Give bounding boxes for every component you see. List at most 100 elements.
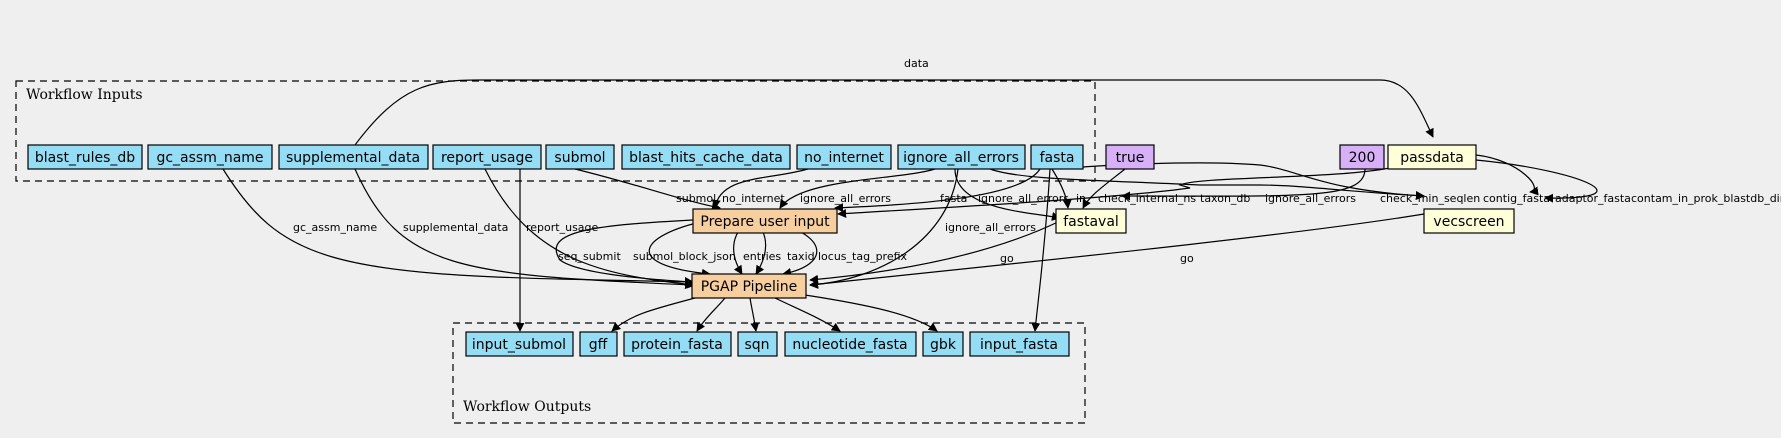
edge-label-go-vecscreen: go (1180, 252, 1194, 265)
edge-label-taxon-db: taxon_db (1200, 192, 1250, 205)
output-node-nucleotide-fasta[interactable]: nucleotide_fasta (784, 331, 917, 357)
svg-text:blast_rules_db: blast_rules_db (35, 150, 135, 166)
edge-submol-to-prepare (574, 168, 721, 211)
output-node-gff[interactable]: gff (579, 331, 618, 357)
edge-ignore-to-vecscreen (989, 168, 1425, 201)
svg-text:protein_fasta: protein_fasta (631, 337, 723, 353)
svg-text:gc_assm_name: gc_assm_name (156, 150, 263, 166)
output-node-gbk[interactable]: gbk (922, 331, 964, 357)
input-node-blast-rules-db[interactable]: blast_rules_db (27, 144, 143, 170)
edge-label-ignore-vec: ignore_all_errors (1265, 192, 1356, 205)
input-node-fasta[interactable]: fasta (1030, 144, 1084, 170)
edge-prepare-to-pgap-submol (648, 220, 711, 278)
svg-text:gbk: gbk (930, 337, 957, 353)
svg-text:submol: submol (554, 150, 605, 166)
output-node-protein-fasta[interactable]: protein_fasta (623, 331, 732, 357)
input-node-supplemental-data[interactable]: supplemental_data (278, 144, 429, 170)
output-node-input-fasta[interactable]: input_fasta (969, 331, 1070, 357)
constant-node-true[interactable]: true (1105, 144, 1155, 170)
workflow-outputs-cluster (452, 322, 1086, 424)
edge-label-submol-block-json: submol_block_json (633, 250, 736, 263)
svg-text:no_internet: no_internet (804, 150, 884, 166)
edge-label-fasta: fasta (940, 192, 967, 205)
edge-label-contig-fasta: contig_fasta (1483, 192, 1550, 205)
svg-text:true: true (1116, 150, 1145, 166)
step-node-pgap-pipeline[interactable]: PGAP Pipeline (691, 273, 807, 299)
edge-ignore-to-pgap (809, 168, 959, 289)
edge-label-ignore-fastaval: ignore_all_errors (978, 192, 1069, 205)
edge-200-to-fastaval (1121, 168, 1366, 201)
edge-pgap-to-gbk (804, 294, 938, 332)
edge-label-submol: submol (676, 192, 716, 205)
edge-label-in: in (1076, 192, 1086, 205)
edge-passdata-to-prepare (837, 161, 1409, 218)
edge-supplemental-to-passdata (354, 79, 1434, 146)
edge-pgap-to-nucleotidefasta (774, 297, 841, 332)
expression-node-vecscreen[interactable]: vecscreen (1423, 208, 1515, 234)
svg-text:gff: gff (589, 337, 608, 353)
svg-text:passdata: passdata (1400, 150, 1464, 166)
expression-node-passdata[interactable]: passdata (1387, 144, 1477, 170)
edge-label-entries: entries (743, 250, 781, 263)
edge-label-ignore-pgap: ignore_all_errors (945, 221, 1036, 234)
edge-label-supplemental-data: supplemental_data (403, 221, 508, 234)
edge-supplemental-to-pgap (354, 168, 694, 290)
edge-ignore-to-fastaval (954, 168, 1061, 221)
input-node-ignore-all-errors[interactable]: ignore_all_errors (897, 144, 1026, 170)
expression-node-fastaval[interactable]: fastaval (1055, 208, 1127, 234)
input-node-gc-assm-name[interactable]: gc_assm_name (147, 144, 273, 170)
edge-nointernet-to-prepare (711, 168, 809, 209)
input-node-no-internet[interactable]: no_internet (796, 144, 892, 170)
svg-text:input_submol: input_submol (472, 337, 566, 353)
workflow-outputs-label: Workflow Outputs (463, 399, 591, 415)
edge-label-contam: contam_in_prok_blastdb_dir (1631, 192, 1781, 205)
edge-label-go-fastaval: go (1000, 252, 1014, 265)
edge-pgap-to-gff (611, 297, 696, 332)
edge-ignore-to-prepare (779, 168, 936, 209)
edges (222, 79, 1598, 332)
svg-text:Prepare user input: Prepare user input (700, 214, 830, 230)
edge-true-to-fastaval (1082, 168, 1126, 209)
edge-label-report-usage: report_usage (526, 221, 599, 234)
output-node-input-submol[interactable]: input_submol (465, 331, 574, 357)
edge-passdata-to-vecscreen-2 (1475, 159, 1598, 203)
edge-fasta-to-inputfasta (1031, 168, 1051, 332)
edge-label-locus-tag-prefix: locus_tag_prefix (818, 250, 908, 263)
edge-passdata-to-vecscreen-1 (1475, 154, 1539, 196)
edge-prepare-to-pgap-seqsubmit (555, 219, 694, 287)
svg-text:200: 200 (1349, 150, 1376, 166)
svg-text:fastaval: fastaval (1063, 214, 1119, 230)
edge-label-seq-submit: seq_submit (558, 250, 621, 263)
edge-vecscreen-to-pgap (809, 212, 1431, 289)
output-node-sqn[interactable]: sqn (737, 331, 778, 357)
edge-label-check-min-seqlen: check_min_seqlen (1380, 192, 1480, 205)
edge-fastaval-to-pgap (809, 220, 1061, 284)
input-node-submol[interactable]: submol (545, 144, 615, 170)
svg-text:supplemental_data: supplemental_data (286, 150, 420, 166)
input-node-report-usage[interactable]: report_usage (432, 144, 542, 170)
svg-text:sqn: sqn (744, 337, 769, 353)
edge-reportusage-to-pgap (484, 168, 696, 289)
svg-text:vecscreen: vecscreen (1433, 214, 1504, 230)
edge-fasta-to-prepare (834, 168, 1041, 213)
svg-text:nucleotide_fasta: nucleotide_fasta (792, 337, 907, 353)
input-node-blast-hits-cache-data[interactable]: blast_hits_cache_data (621, 144, 791, 170)
edge-labels: data submol no_internet ignore_all_error… (293, 57, 1781, 265)
svg-text:PGAP Pipeline: PGAP Pipeline (701, 279, 798, 295)
svg-text:report_usage: report_usage (441, 150, 533, 166)
constant-node-200[interactable]: 200 (1339, 144, 1385, 170)
edge-gcassm-to-pgap (222, 168, 694, 287)
edge-label-check-internal-ns: check_internal_ns (1098, 192, 1196, 205)
edge-pgap-to-sqn (749, 297, 760, 332)
edge-label-ignore-prep: ignore_all_errors (800, 192, 891, 205)
edge-label-no-internet: no_internet (722, 192, 785, 205)
edge-label-taxid: taxid (787, 250, 815, 263)
workflow-inputs-label: Workflow Inputs (26, 87, 143, 103)
edge-pgap-to-proteinfasta (696, 297, 726, 332)
svg-text:blast_hits_cache_data: blast_hits_cache_data (629, 150, 783, 166)
edge-label-data: data (904, 57, 929, 70)
edge-fasta-to-fastaval (1051, 168, 1072, 209)
svg-text:fasta: fasta (1040, 150, 1075, 166)
step-node-prepare-user-input[interactable]: Prepare user input (692, 208, 838, 234)
